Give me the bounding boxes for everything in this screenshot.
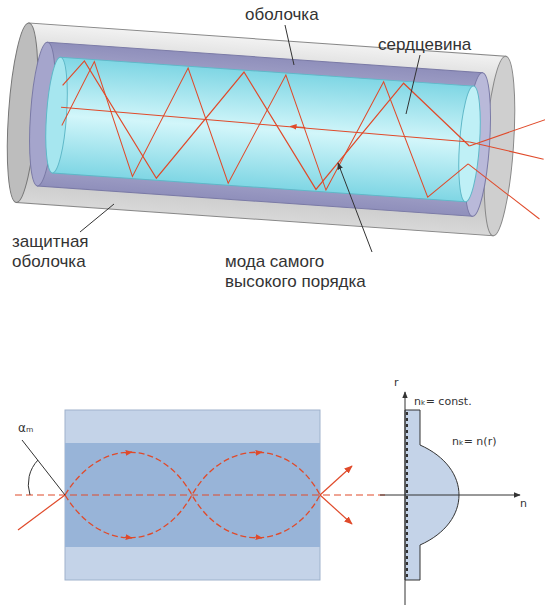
fiber-axis [15,494,385,495]
n-axis [380,495,520,496]
ray-arrow [125,537,132,538]
exit-ray [465,164,543,219]
core [52,57,473,202]
leader-line [80,204,114,232]
angle-line [22,440,65,495]
sinusoidal-ray [65,452,320,538]
angle-label: αₘ [18,422,58,436]
exit-ray [469,142,545,159]
part-label: мода самого высокого порядка [225,252,375,291]
input-ray [18,495,65,530]
axis-label: r [394,377,414,390]
ray-arrow [255,452,262,453]
exit-ray [320,495,352,524]
ray-arrow [125,452,132,453]
highest-mode-ray [57,59,474,199]
protective-jacket [16,23,505,236]
axis-label: n [520,498,540,511]
cladding [38,42,483,216]
axial-ray [61,107,470,142]
fiber-cutaway [2,22,545,239]
angle-arc [28,460,38,495]
sinusoidal-ray [65,452,320,538]
leader-line [406,55,420,114]
leader-line [285,25,294,65]
ray-arrow [255,537,262,538]
profile-label: nₖ= n(r) [452,436,542,449]
part-label: оболочка [245,5,355,25]
core-end [42,57,70,174]
light-ray [59,60,474,200]
r-axis [405,392,406,605]
ray-arrow [290,126,305,127]
exit-ray [469,114,545,151]
part-label: защитная оболочка [12,232,112,271]
exit-ray [320,466,352,495]
part-label: сердцевина [378,35,498,55]
profile-label: nₖ= const. [414,396,524,409]
leader-line [338,163,372,252]
